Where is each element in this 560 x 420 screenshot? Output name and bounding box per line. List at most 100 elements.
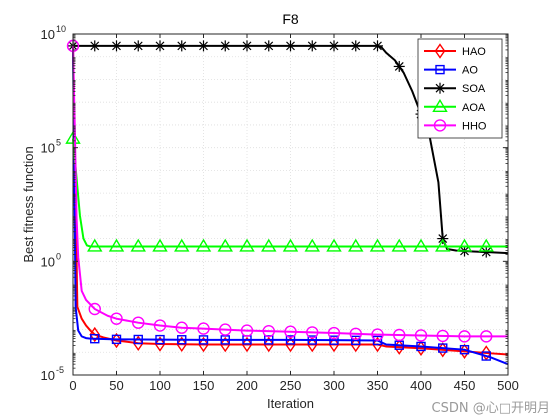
data-point-ao [459, 344, 470, 355]
data-point-hho [197, 322, 210, 335]
x-tick-label: 150 [193, 378, 215, 393]
data-point-hho [240, 324, 254, 337]
data-point-soa [480, 246, 492, 258]
data-point-soa [393, 60, 405, 72]
data-point-aoa [326, 238, 342, 252]
data-point-soa [198, 40, 209, 52]
data-point-aoa [239, 238, 255, 252]
data-point-soa [328, 40, 340, 52]
data-point-hao [328, 336, 340, 353]
data-point-ao [372, 335, 383, 346]
data-point-hao [263, 336, 275, 353]
data-point-hho [110, 312, 123, 325]
data-point-aoa [456, 238, 473, 252]
legend-marker [432, 98, 448, 113]
legend-item-hho: HHO [424, 119, 487, 132]
x-tick-label: 350 [367, 378, 389, 393]
x-tick-label: 500 [497, 378, 519, 393]
data-point-hho [480, 330, 493, 343]
data-point-ao [416, 341, 426, 352]
data-point-soa [350, 40, 362, 52]
y-tick-exponent: 10 [56, 24, 66, 34]
x-tick-label: 0 [69, 378, 76, 393]
data-point-ao [90, 334, 100, 344]
data-point-hao [89, 326, 101, 343]
x-tick-label: 100 [149, 378, 171, 393]
legend-item-aoa: AOA [424, 98, 486, 114]
data-point-hao [285, 336, 296, 353]
legend-marker [434, 43, 446, 59]
chart-title: F8 [282, 11, 299, 27]
data-point-soa [437, 233, 449, 245]
x-tick-label: 250 [280, 378, 302, 393]
legend-item-ao: AO [424, 65, 478, 77]
x-tick-label: 450 [454, 378, 476, 393]
data-point-ao [133, 334, 143, 345]
data-point-hho [306, 326, 319, 339]
series-line-aoa [72, 138, 508, 248]
data-point-aoa [261, 238, 277, 252]
data-point-hho [327, 326, 341, 340]
y-tick-label: 10 [41, 141, 55, 156]
data-point-ao [198, 335, 209, 345]
data-point-soa [132, 40, 144, 52]
data-point-soa [306, 40, 318, 52]
data-point-hho [349, 327, 362, 341]
data-point-hao [219, 336, 231, 353]
x-tick-label: 400 [410, 378, 432, 393]
data-point-aoa [391, 238, 407, 252]
data-point-aoa [87, 238, 103, 252]
x-axis-label: Iteration [267, 396, 314, 411]
data-point-hho [371, 328, 384, 341]
series-line-hho [72, 45, 508, 338]
data-point-ao [220, 335, 230, 345]
data-point-soa [176, 40, 188, 52]
y-tick-label: 10 [41, 368, 55, 383]
data-point-aoa [348, 238, 364, 252]
data-point-aoa [217, 238, 233, 252]
data-point-ao [111, 334, 122, 345]
data-point-hao [154, 336, 166, 352]
legend-item-soa: SOA [424, 82, 486, 95]
data-point-hho [414, 329, 428, 342]
data-point-hho [262, 324, 275, 338]
data-point-ao [481, 351, 491, 361]
data-point-aoa [478, 238, 494, 252]
data-point-aoa [108, 238, 125, 252]
data-point-ao [329, 335, 339, 345]
y-tick-exponent: 5 [56, 138, 61, 148]
data-point-hao [241, 336, 253, 353]
data-point-aoa [304, 238, 320, 252]
x-tick-label: 50 [109, 378, 123, 393]
data-point-aoa [413, 238, 429, 252]
data-point-aoa [195, 238, 212, 252]
data-point-hho [88, 302, 101, 316]
data-point-hho [153, 319, 167, 332]
y-tick-label: 10 [41, 254, 55, 269]
legend-label: SOA [462, 83, 486, 95]
data-point-soa [285, 40, 296, 52]
legend-label: AOA [462, 102, 486, 114]
data-point-ao [264, 335, 274, 345]
data-point-hao [350, 336, 362, 353]
data-point-aoa [130, 238, 146, 252]
legend-marker [434, 82, 446, 94]
series-line-ao [72, 45, 509, 366]
watermark-text: CSDN @心□开明月 [431, 401, 550, 416]
data-point-hho [436, 329, 449, 343]
data-point-ao [307, 335, 317, 345]
data-point-hao [132, 335, 144, 351]
y-tick-exponent: 0 [56, 251, 61, 261]
data-point-soa [89, 40, 101, 52]
legend-marker [433, 119, 447, 132]
data-point-hho [132, 316, 145, 329]
x-tick-label: 300 [323, 378, 345, 393]
legend-label: HHO [462, 120, 487, 132]
data-point-aoa [435, 238, 451, 252]
legend-label: HAO [462, 46, 486, 58]
data-point-aoa [174, 238, 190, 252]
